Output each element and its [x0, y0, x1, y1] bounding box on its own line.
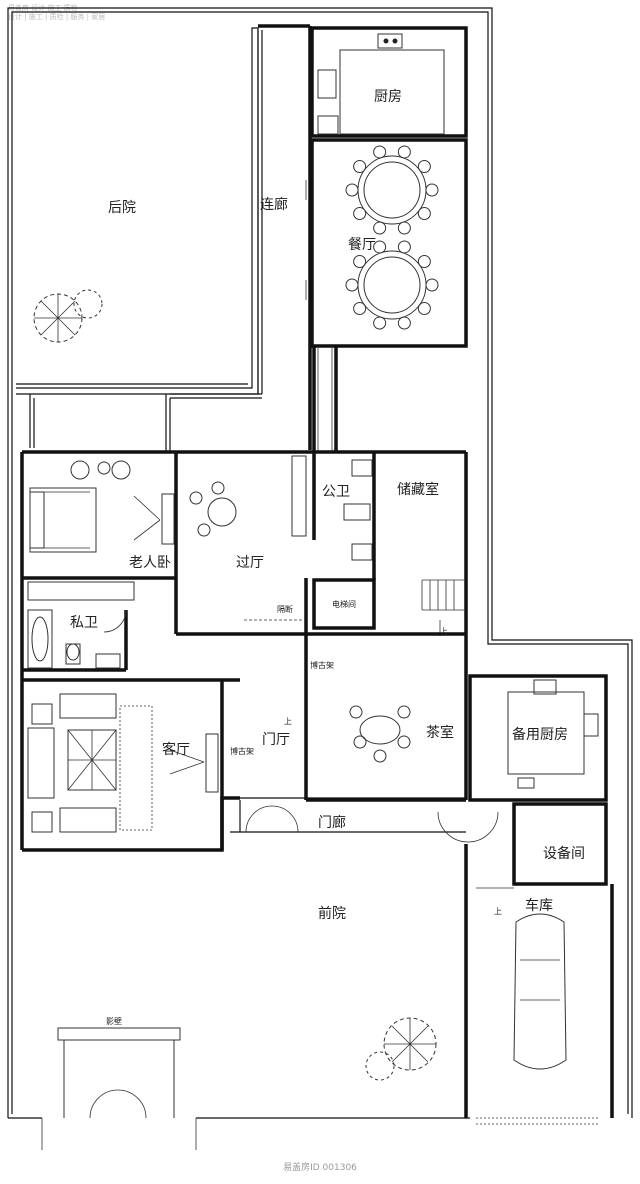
hall-area — [176, 455, 376, 800]
tree-icon — [33, 289, 103, 343]
backyard-label: 后院 — [108, 200, 136, 216]
dining-label: 餐厅 — [348, 237, 376, 253]
screen-wall-label: 影壁 — [106, 1016, 122, 1026]
screen-wall — [41, 1027, 197, 1150]
partition-label: 隔断 — [277, 604, 293, 614]
footer-id: 易盖房ID 001306 — [283, 1163, 357, 1173]
spare-kitchen-label: 备用厨房 — [512, 726, 568, 743]
armchair-set — [189, 481, 237, 537]
private-bath — [22, 609, 128, 672]
public-bath — [312, 452, 376, 580]
elevator-label: 电梯间 — [332, 599, 356, 609]
dining-chair — [425, 183, 439, 197]
hall-connector — [312, 346, 338, 452]
room-labels: 后院 连廊 厨房 餐厅 老人卧 过厅 公卫 储藏室 私卫 电梯间 隔断 博古架 … — [70, 89, 585, 1026]
stairs — [421, 579, 466, 636]
corridor-walls — [170, 24, 312, 450]
front-yard-label: 前院 — [318, 905, 346, 922]
dining-chair — [345, 278, 359, 292]
tea-table — [349, 705, 411, 763]
living-label: 客厅 — [162, 741, 190, 758]
equipment-label: 设备间 — [543, 845, 585, 862]
porch — [230, 797, 466, 833]
shelf-label-1: 博古架 — [310, 660, 334, 670]
dining-chair — [373, 316, 387, 330]
watermark-line-2: 设计 | 施工 | 质检 | 服务 | 家居 — [8, 13, 106, 21]
dining-chair — [417, 207, 431, 221]
spare-kitchen — [468, 674, 608, 802]
porch-label: 门廊 — [318, 814, 346, 831]
elder-bedroom — [22, 452, 178, 634]
garage — [464, 844, 614, 1125]
dining-chair — [417, 254, 431, 268]
dining-chair — [417, 159, 431, 173]
dining-table-1 — [357, 155, 427, 225]
tea-room — [306, 632, 466, 763]
private-bath-label: 私卫 — [70, 615, 98, 631]
equipment-room — [437, 802, 608, 886]
dining-chair — [353, 159, 367, 173]
hall-label: 过厅 — [236, 555, 264, 571]
up-garage-marker: 上 — [494, 907, 502, 916]
tea-room-label: 茶室 — [426, 724, 454, 741]
dining-room — [310, 138, 468, 348]
foyer-label: 门厅 — [262, 732, 290, 748]
dining-chair — [397, 240, 411, 254]
stove-icon — [377, 33, 403, 49]
dining-chair — [373, 221, 387, 235]
garage-label: 车库 — [525, 897, 553, 914]
storage-label: 储藏室 — [397, 481, 439, 498]
up-stair-marker: 上 — [440, 627, 448, 636]
elder-bedroom-label: 老人卧 — [129, 555, 171, 571]
dining-chair — [373, 240, 387, 254]
dining-chair — [345, 183, 359, 197]
dining-chair — [417, 302, 431, 316]
car-icon — [513, 913, 567, 1070]
outer-boundary — [7, 7, 633, 1119]
dining-chair — [353, 207, 367, 221]
living-room — [22, 678, 240, 850]
tree-icon-front — [365, 1017, 437, 1081]
dining-chair — [353, 254, 367, 268]
dining-chair — [397, 145, 411, 159]
dining-chair — [373, 145, 387, 159]
public-bath-label: 公卫 — [322, 484, 350, 500]
backyard-wall — [16, 27, 259, 452]
dining-chair — [425, 278, 439, 292]
up-foyer-marker: 上 — [284, 717, 292, 726]
shelf-label-2: 博古架 — [230, 746, 254, 756]
main-house-walls — [20, 450, 468, 852]
dining-chair — [397, 316, 411, 330]
kitchen-label: 厨房 — [374, 89, 402, 105]
dining-chair — [397, 221, 411, 235]
dining-chair — [353, 302, 367, 316]
dining-table-2 — [357, 250, 427, 320]
kitchen-room — [310, 26, 468, 138]
corridor-label: 连廊 — [260, 196, 288, 213]
